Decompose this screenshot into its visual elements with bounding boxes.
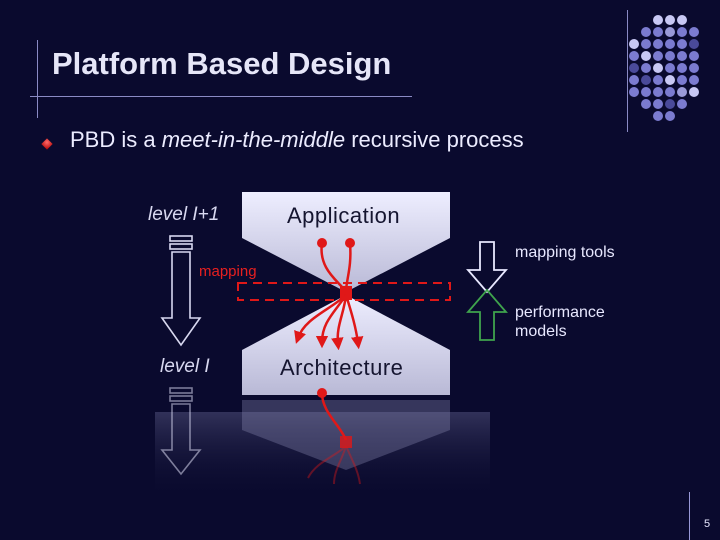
application-label: Application xyxy=(287,203,401,228)
architecture-node xyxy=(317,388,327,398)
page-number-rule xyxy=(689,492,690,540)
architecture-reflection-triangle xyxy=(242,400,450,470)
level-lower-label: level I xyxy=(160,356,210,377)
title-rule-vertical xyxy=(37,40,38,118)
performance-models-arrow xyxy=(466,288,508,341)
level-down-arrow-faded xyxy=(160,387,202,476)
architecture-lower-node xyxy=(340,436,352,448)
architecture-lower-fan xyxy=(307,445,361,485)
architecture-triangle xyxy=(242,295,450,395)
performance-models-label: performance models xyxy=(515,304,605,340)
slide-title: Platform Based Design xyxy=(52,46,392,81)
bullet-text-emphasis: meet-in-the-middle xyxy=(161,127,346,152)
mapping-label: mapping xyxy=(199,263,257,280)
page-number: 5 xyxy=(704,518,711,530)
mapping-tools-label: mapping tools xyxy=(515,244,615,261)
diagram-reflection xyxy=(155,412,490,500)
architecture-mapping-flows xyxy=(294,294,364,351)
level-upper-label: level I+1 xyxy=(148,204,220,225)
application-node-2 xyxy=(345,238,355,248)
application-node-1 xyxy=(317,238,327,248)
mapping-tools-arrow xyxy=(466,241,508,294)
architecture-label: Architecture xyxy=(280,355,404,380)
title-rule-horizontal xyxy=(30,96,412,97)
level-down-arrow xyxy=(160,235,202,347)
corner-rule-vertical xyxy=(627,10,628,132)
bullet-text: PBD is a meet-in-the-middle recursive pr… xyxy=(70,127,524,153)
bullet-text-before: PBD is a xyxy=(70,127,162,152)
bullet-text-after: recursive process xyxy=(345,127,524,152)
